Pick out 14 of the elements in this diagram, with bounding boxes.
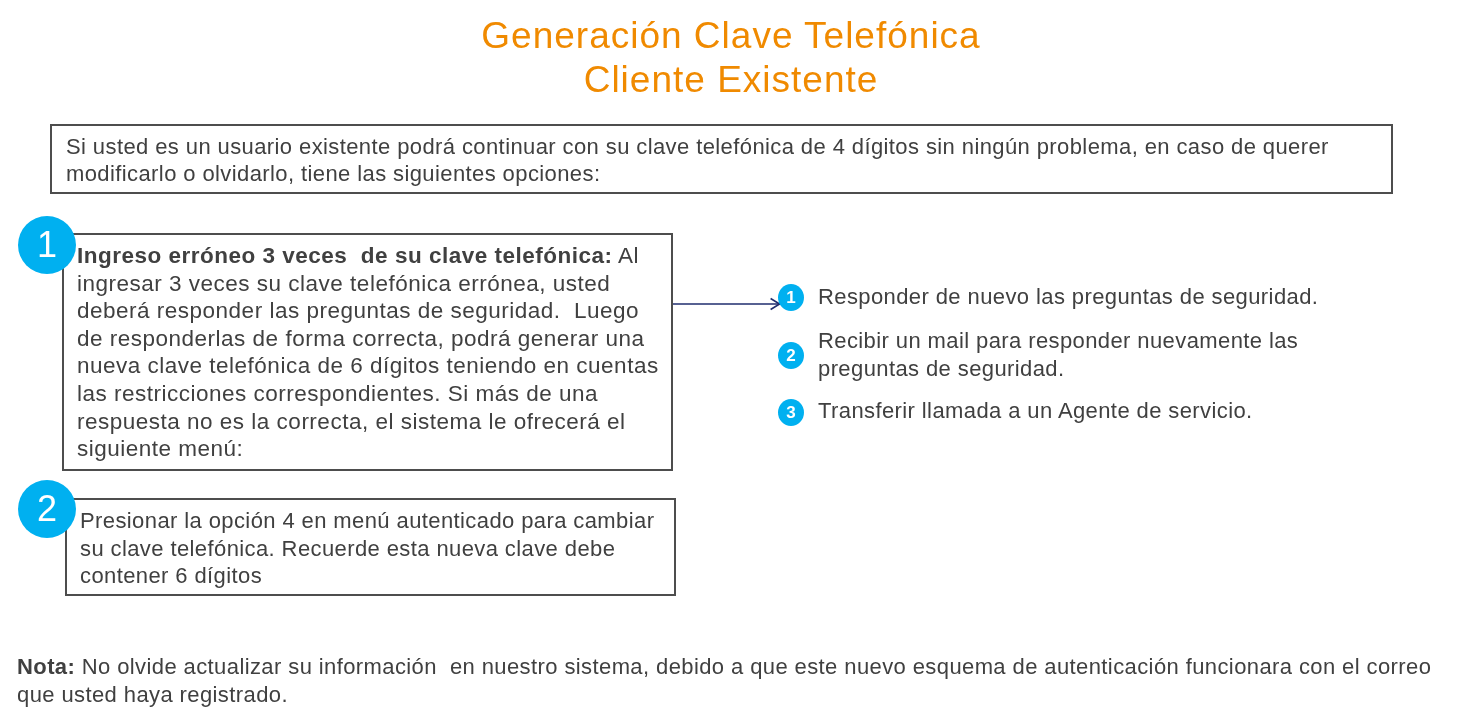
step-text-box: Ingreso erróneo 3 veces de su clave telefónica: Al ingresar 3 veces su clave telefónica errónea, usted deberá responder las preguntas de seguridad. Luego de responderlas de forma correcta, podrá generar una nueva clave telefónica de 6 dígitos teniendo en cuentas las restricciones correspondientes. Si más de una respuesta no es la correcta, el sistema le ofrecerá el siguiente menú: <box>62 233 673 471</box>
diagram-title: Generación Clave Telefónica Cliente Existente <box>480 14 982 102</box>
step-number-circle: 1 <box>18 216 76 274</box>
step-text-box: Presionar la opción 4 en menú autenticado para cambiar su clave telefónica. Recuerde esta nueva clave debe contener 6 dígitos <box>65 498 676 596</box>
option-number-circle: 3 <box>778 399 804 426</box>
option-number-circle: 2 <box>778 342 804 369</box>
arrow <box>672 297 781 311</box>
option-number-circle: 1 <box>778 284 804 311</box>
option-text: Responder de nuevo las preguntas de seguridad. <box>818 283 1320 311</box>
note-text: Nota: No olvide actualizar su información en nuestro sistema, debido a que este nuevo esquema de autenticación funcionara con el correo que usted haya registrado. <box>17 653 1433 709</box>
intro-text-box: Si usted es un usuario existente podrá continuar con su clave telefónica de 4 dígitos sin ningún problema, en caso de querer modificarlo o olvidarlo, tiene las siguientes opciones: <box>50 124 1393 194</box>
option-text: Recibir un mail para responder nuevamente las preguntas de seguridad. <box>818 327 1300 383</box>
step-number-circle: 2 <box>18 480 76 538</box>
option-text: Transferir llamada a un Agente de servicio. <box>818 397 1254 425</box>
